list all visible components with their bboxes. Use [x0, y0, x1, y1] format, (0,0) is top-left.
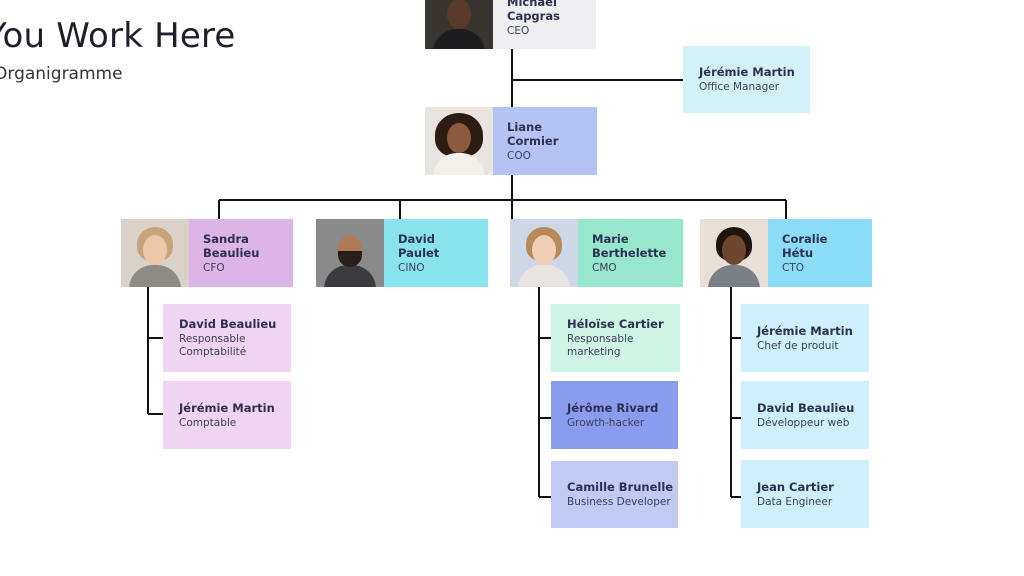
- coo-photo: [425, 107, 493, 175]
- cto-team-role-1: Chef de produit: [757, 339, 839, 352]
- cfo-team-card-2[interactable]: Jérémie Martin Comptable: [163, 381, 291, 449]
- cmo-team-name-2: Jérôme Rivard: [567, 400, 659, 415]
- cino-name: David Paulet: [398, 231, 440, 260]
- cfo-info: Sandra Beaulieu CFO: [189, 219, 293, 287]
- cino-card[interactable]: David Paulet CINO: [316, 219, 488, 287]
- cmo-team-name-3: Camille Brunelle: [567, 480, 674, 494]
- cino-photo: [316, 219, 384, 287]
- page-title: You Work Here: [0, 16, 236, 56]
- cfo-photo: [121, 219, 189, 287]
- cto-name: Coralie Hétu: [782, 231, 828, 260]
- cto-role: CTO: [782, 261, 805, 274]
- cto-card[interactable]: Coralie Hétu CTO: [700, 219, 872, 287]
- cto-info: Coralie Hétu CTO: [768, 219, 872, 287]
- cmo-card[interactable]: Marie Berthelette CMO: [510, 219, 683, 287]
- cmo-team-role-3: Business Developer: [567, 496, 671, 508]
- ceo-photo: [425, 0, 493, 49]
- cto-team-name-3: Jean Cartier: [757, 479, 834, 494]
- cmo-team-card-1[interactable]: Héloïse Cartier Responsable marketing: [551, 304, 680, 372]
- cmo-team-card-3[interactable]: Camille Brunelle Business Developer: [551, 461, 678, 528]
- cto-team-role-2: Développeur web: [757, 416, 850, 429]
- cfo-card[interactable]: Sandra Beaulieu CFO: [121, 219, 293, 287]
- cmo-info: Marie Berthelette CMO: [578, 219, 683, 287]
- cmo-team-role-2: Growth-hacker: [567, 416, 645, 429]
- ceo-name: Michael Capgras: [507, 0, 560, 23]
- cmo-team-name-1: Héloïse Cartier: [567, 317, 664, 331]
- cino-role: CINO: [398, 261, 425, 274]
- ceo-role: CEO: [507, 24, 530, 37]
- cto-team-card-2[interactable]: David Beaulieu Développeur web: [741, 381, 869, 449]
- coo-info: Liane Cormier COO: [493, 107, 597, 175]
- cfo-team-role-2: Comptable: [179, 416, 237, 429]
- cfo-team-name-2: Jérémie Martin: [179, 400, 275, 415]
- cfo-team-name-1: David Beaulieu: [179, 317, 277, 331]
- page-subtitle: Organigramme: [0, 64, 123, 84]
- cfo-role: CFO: [203, 261, 225, 274]
- cmo-photo: [510, 219, 578, 287]
- cto-team-name-1: Jérémie Martin: [757, 323, 853, 338]
- cmo-team-role-1: Responsable marketing: [567, 333, 634, 358]
- cto-team-role-3: Data Engineer: [757, 495, 833, 508]
- cfo-team-card-1[interactable]: David Beaulieu Responsable Comptabilité: [163, 304, 291, 372]
- office-manager-card[interactable]: Jérémie Martin Office Manager: [683, 46, 810, 113]
- ceo-info: Michael Capgras CEO: [493, 0, 596, 49]
- cmo-role: CMO: [592, 261, 617, 274]
- cto-team-name-2: David Beaulieu: [757, 400, 855, 415]
- cto-photo: [700, 219, 768, 287]
- coo-name: Liane Cormier: [507, 119, 559, 148]
- ceo-card[interactable]: Michael Capgras CEO: [425, 0, 596, 49]
- cino-info: David Paulet CINO: [384, 219, 488, 287]
- cmo-name: Marie Berthelette: [592, 231, 667, 260]
- coo-card[interactable]: Liane Cormier COO: [425, 107, 597, 175]
- cmo-team-card-2[interactable]: Jérôme Rivard Growth-hacker: [551, 381, 678, 449]
- cfo-team-role-1: Responsable Comptabilité: [179, 333, 247, 358]
- office-manager-role: Office Manager: [699, 81, 780, 93]
- coo-role: COO: [507, 149, 531, 162]
- cfo-name: Sandra Beaulieu: [203, 231, 260, 260]
- office-manager-name: Jérémie Martin: [699, 65, 795, 79]
- cto-team-card-3[interactable]: Jean Cartier Data Engineer: [741, 460, 869, 528]
- cto-team-card-1[interactable]: Jérémie Martin Chef de produit: [741, 304, 869, 372]
